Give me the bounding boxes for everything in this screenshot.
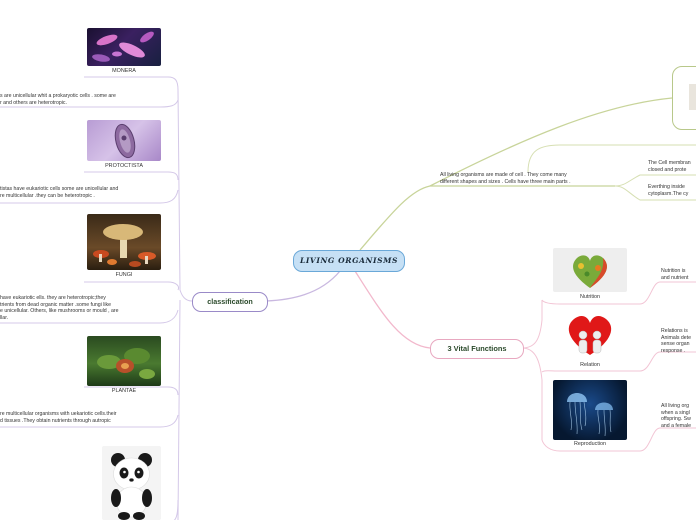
reproduction-image[interactable] bbox=[553, 380, 627, 440]
connector-reproduction bbox=[541, 427, 696, 452]
connector-plantae-text bbox=[0, 414, 179, 428]
connector-fungi-text bbox=[0, 309, 179, 324]
relation-image[interactable] bbox=[556, 311, 624, 361]
protoctista-description: tistas have eukariotic cells some are un… bbox=[0, 186, 119, 199]
bacteria-illustration bbox=[92, 31, 154, 62]
classification-topic[interactable]: classification bbox=[192, 292, 268, 312]
connector-vital-trunk bbox=[521, 300, 543, 440]
fungi-image[interactable] bbox=[87, 214, 161, 270]
nutrition-description[interactable]: Nutrition is and nutrient bbox=[661, 268, 689, 281]
cells-description[interactable]: All living organisms are made of cell . … bbox=[440, 172, 571, 185]
connector-cells-branch bbox=[614, 174, 696, 201]
reproduction-description[interactable]: All living org when a singl offspring. S… bbox=[661, 403, 691, 429]
connector-monera bbox=[84, 76, 179, 91]
protoctista-image[interactable] bbox=[87, 120, 161, 161]
connector-central-classification bbox=[265, 270, 341, 302]
connector-cells-image bbox=[429, 97, 673, 187]
fungi-description: have eukariotic ells. they are heterotro… bbox=[0, 295, 119, 321]
connector-central-cells bbox=[359, 185, 615, 251]
reproduction-caption: Reproduction bbox=[573, 441, 607, 447]
monera-caption: MONERA bbox=[112, 68, 136, 74]
connector-central-vital bbox=[354, 270, 431, 349]
connector-animalia bbox=[173, 499, 179, 520]
connector-monera-text bbox=[0, 99, 179, 108]
connector-relation bbox=[541, 351, 696, 373]
connector-cells-membrane bbox=[527, 144, 696, 173]
plant-illustration bbox=[97, 348, 155, 379]
monera-description: s are unicellular whit a prokaryotic cel… bbox=[0, 93, 116, 106]
connector-protoctista-text bbox=[0, 189, 179, 204]
connector-fungi bbox=[84, 281, 179, 291]
panda-illustration bbox=[111, 453, 152, 520]
cell-membrane-description[interactable]: The Cell membran closed and prote bbox=[648, 160, 691, 173]
central-topic[interactable]: LIVING ORGANISMS bbox=[293, 250, 405, 272]
vital-functions-topic[interactable]: 3 Vital Functions bbox=[430, 339, 524, 359]
nutrition-image[interactable] bbox=[553, 248, 627, 292]
cell-image bbox=[689, 84, 696, 110]
relation-description[interactable]: Relations is Animals dete sense organ re… bbox=[661, 328, 691, 354]
connector-classification-trunk bbox=[177, 89, 193, 520]
protist-illustration bbox=[114, 123, 136, 159]
vegetable-heart-illustration bbox=[573, 255, 607, 288]
connector-plantae bbox=[84, 386, 179, 396]
connector-protoctista bbox=[84, 171, 179, 181]
monera-image[interactable] bbox=[87, 28, 161, 66]
cytoplasm-description[interactable]: Everthing inside cytoplasm.The cy bbox=[648, 184, 689, 197]
cell-image-node[interactable] bbox=[672, 66, 696, 130]
protoctista-caption: PROTOCTISTA bbox=[105, 163, 143, 169]
plantae-image[interactable] bbox=[87, 336, 161, 386]
relation-caption: Relation bbox=[580, 362, 600, 368]
animalia-image[interactable] bbox=[102, 446, 161, 520]
fungi-caption: FUNGI bbox=[115, 272, 133, 278]
connector-nutrition bbox=[541, 281, 696, 305]
jellyfish-illustration bbox=[567, 393, 613, 437]
nutrition-caption: Nutrition bbox=[579, 294, 601, 300]
heart-figures-illustration bbox=[568, 316, 612, 355]
mushroom-illustration bbox=[93, 224, 156, 267]
plantae-caption: PLANTAE bbox=[111, 388, 137, 394]
plantae-description: re multicellular organisms with uekariot… bbox=[0, 411, 117, 424]
